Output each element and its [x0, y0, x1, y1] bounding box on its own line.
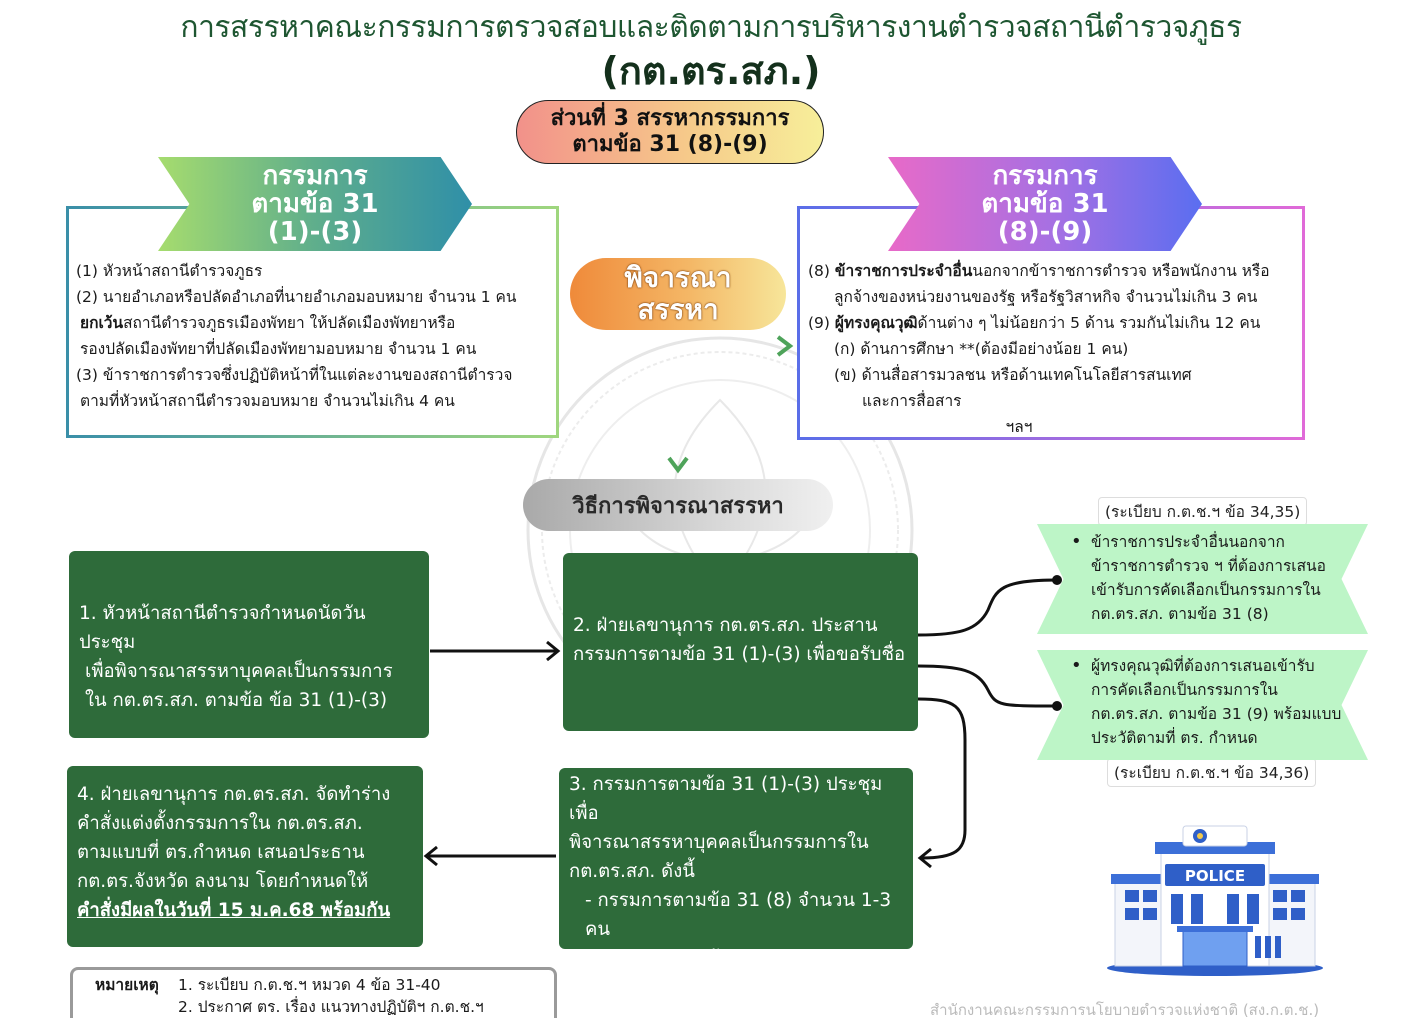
right-item-9-b-cont: และการสื่อสาร: [862, 392, 962, 410]
step-1-line1: 1. หัวหน้าสถานีตำรวจกำหนดนัดวันประชุม: [79, 603, 366, 653]
cond-1-line2: ข้าราชการตำรวจ ฯ ที่ต้องการเสนอ: [1091, 557, 1326, 575]
step-3-box: 3. กรรมการตามข้อ 31 (1)-(3) ประชุมเพื่อ …: [559, 768, 913, 1018]
step-1-line2: เพื่อพิจารณาสรรหาบุคคลเป็นกรรมการ: [85, 661, 393, 682]
cond-1-line4: กต.ตร.สภ. ตามข้อ 31 (8): [1091, 605, 1269, 623]
left-banner-line1: กรรมการ: [262, 161, 368, 191]
step-2-box: 2. ฝ่ายเลขานุการ กต.ตร.สภ. ประสาน กรรมกา…: [563, 553, 918, 731]
page-subtitle: (กต.ตร.สภ.): [601, 49, 821, 93]
part-label-line2: ตามข้อ 31 (8)-(9): [572, 132, 768, 157]
note-item-2: 2. ประกาศ ตร. เรื่อง แนวทางปฏิบัติฯ ก.ต.…: [178, 998, 484, 1016]
regulation-ref-bottom: (ระเบียบ ก.ต.ช.ฯ ข้อ 34,36): [1107, 758, 1317, 787]
step-1-box: 1. หัวหน้าสถานีตำรวจกำหนดนัดวันประชุม เพ…: [69, 551, 429, 738]
right-item-9: (9) ผู้ทรงคุณวุฒิด้านต่าง ๆ ไม่น้อยกว่า …: [808, 310, 1300, 336]
step-3-line3: กต.ตร.สภ. ดังนี้: [569, 861, 695, 882]
step-2-line1: 2. ฝ่ายเลขานุการ กต.ตร.สภ. ประสาน: [573, 615, 878, 636]
part-label-line1: ส่วนที่ 3 สรรหากรรมการ: [550, 106, 790, 131]
left-item-2-exception: ยกเว้นสถานีตำรวจภูธรเมืองพัทยา ให้ปลัดเม…: [76, 310, 556, 336]
step-4-line1: 4. ฝ่ายเลขานุการ กต.ตร.สภ. จัดทำร่าง: [77, 784, 391, 805]
cond-1-line3: เข้ารับการคัดเลือกเป็นกรรมการใน: [1091, 581, 1321, 599]
cond-2-line3: กต.ตร.สภ. ตามข้อ 31 (9) พร้อมแบบ: [1091, 705, 1342, 723]
right-item-9-a: (ก) ด้านการศึกษา **(ต้องมีอย่างน้อย 1 คน…: [834, 340, 1129, 358]
step-4-line3: ตามแบบที่ ตร.กำหนด เสนอประธาน: [77, 842, 365, 863]
top-connector-arrows: [564, 335, 794, 474]
consider-line1: พิจารณา: [624, 261, 732, 294]
left-item-1: (1) หัวหน้าสถานีตำรวจภูธร: [76, 262, 263, 280]
right-list-etc: ฯลฯ: [1005, 418, 1033, 436]
exception-text: สถานีตำรวจภูธรเมืองพัทยา ให้ปลัดเมืองพัท…: [123, 314, 456, 332]
exception-bold: ยกเว้น: [80, 314, 124, 332]
item-8-bold: ข้าราชการประจำอื่น: [834, 262, 973, 280]
right-committee-list: (8) ข้าราชการประจำอื่นนอกจากข้าราชการตำร…: [808, 258, 1300, 440]
cond-2-bullet: •: [1071, 655, 1082, 676]
item-9-bold: ผู้ทรงคุณวุฒิ: [834, 314, 918, 332]
left-item-2: (2) นายอำเภอหรือปลัดอำเภอที่นายอำเภอมอบห…: [76, 288, 517, 306]
right-banner-line2: ตามข้อ 31: [981, 189, 1109, 219]
page-title: การสรรหาคณะกรรมการตรวจสอบและติดตามการบริ…: [180, 10, 1242, 45]
selection-method-pill: วิธีการพิจารณาสรรหา: [523, 479, 833, 531]
note-item-1: 1. ระเบียบ ก.ต.ช.ฯ หมวด 4 ข้อ 31-40: [178, 976, 441, 994]
left-item-3: (3) ข้าราชการตำรวจซึ่งปฏิบัติหน้าที่ในแต…: [76, 366, 513, 384]
cond-1-bullet: •: [1071, 531, 1082, 552]
item-8-prefix: (8): [808, 262, 835, 280]
cond-2-line1: ผู้ทรงคุณวุฒิที่ต้องการเสนอเข้ารับ: [1091, 657, 1315, 675]
step-3-line2: พิจารณาสรรหาบุคคลเป็นกรรมการใน: [569, 832, 869, 853]
item-8-text: นอกจากข้าราชการตำรวจ หรือพนักงาน หรือ: [972, 262, 1270, 280]
consider-line2: สรรหา: [637, 293, 719, 326]
step-3-line6: รวมไม่เกิน 12 คน: [569, 1006, 714, 1018]
step-4-line2: คำสั่งแต่งตั้งกรรมการใน กต.ตร.สภ.: [77, 813, 363, 834]
police-sign-text: POLICE: [1185, 867, 1245, 885]
note-label: หมายเหตุ: [95, 976, 159, 994]
step-3-line1: 3. กรรมการตามข้อ 31 (1)-(3) ประชุมเพื่อ: [569, 774, 883, 824]
right-banner-line1: กรรมการ: [992, 161, 1098, 191]
note-box: [70, 967, 557, 1018]
item-9-prefix: (9): [808, 314, 835, 332]
right-item-9-b: (ข) ด้านสื่อสารมวลชน หรือด้านเทคโนโลยีสา…: [834, 366, 1192, 384]
step-1-line3: ใน กต.ตร.สภ. ตามข้อ ข้อ 31 (1)-(3): [85, 690, 388, 711]
cond-1-line1: ข้าราชการประจำอื่นนอกจาก: [1091, 533, 1285, 551]
right-banner-line3: (8)-(9): [997, 217, 1093, 247]
step-4-box: 4. ฝ่ายเลขานุการ กต.ตร.สภ. จัดทำร่าง คำส…: [67, 766, 423, 947]
step-3-line4: - กรรมการตามข้อ 31 (8) จำนวน 1-3 คน: [585, 890, 892, 940]
condition-box-expert: • ผู้ทรงคุณวุฒิที่ต้องการเสนอเข้ารับ การ…: [1037, 650, 1368, 760]
step-4-line5: คำสั่งมีผลในวันที่ 15 ม.ค.68 พร้อมกัน: [77, 900, 391, 921]
left-banner-line2: ตามข้อ 31: [251, 189, 379, 219]
flow-arrows: [423, 575, 1062, 869]
left-item-2-cont: รองปลัดเมืองพัทยาที่ปลัดเมืองพัทยามอบหมา…: [80, 340, 477, 358]
police-station-icon: POLICE: [1107, 825, 1323, 976]
regulation-ref-top: (ระเบียบ ก.ต.ช.ฯ ข้อ 34,35): [1098, 497, 1308, 526]
left-committee-banner: กรรมการ ตามข้อ 31 (1)-(3): [158, 157, 472, 251]
step-2-line2: กรรมการตามข้อ 31 (1)-(3) เพื่อขอรับชื่อ: [573, 644, 906, 665]
left-item-3-cont: ตามที่หัวหน้าสถานีตำรวจมอบหมาย จำนวนไม่เ…: [80, 392, 455, 410]
consider-select-pill: พิจารณา สรรหา: [570, 258, 786, 330]
part-label-pill: ส่วนที่ 3 สรรหากรรมการ ตามข้อ 31 (8)-(9): [516, 100, 824, 164]
item-9-text: ด้านต่าง ๆ ไม่น้อยกว่า 5 ด้าน รวมกันไม่เ…: [917, 314, 1261, 332]
footer-credit: สำนักงานคณะกรรมการนโยบายตำรวจแห่งชาติ (ส…: [930, 1001, 1320, 1018]
right-committee-banner: กรรมการ ตามข้อ 31 (8)-(9): [888, 157, 1202, 251]
right-item-8: (8) ข้าราชการประจำอื่นนอกจากข้าราชการตำร…: [808, 258, 1300, 284]
condition-box-official: • ข้าราชการประจำอื่นนอกจาก ข้าราชการตำรว…: [1037, 524, 1368, 634]
cond-2-line4: ประวัติตามที่ ตร. กำหนด: [1091, 729, 1258, 747]
left-banner-line3: (1)-(3): [267, 217, 363, 247]
step-4-line4: กต.ตร.จังหวัด ลงนาม โดยกำหนดให้: [77, 871, 369, 892]
left-committee-list: (1) หัวหน้าสถานีตำรวจภูธร (2) นายอำเภอหร…: [76, 258, 556, 414]
cond-2-line2: การคัดเลือกเป็นกรรมการใน: [1091, 681, 1278, 699]
step-3-line5: - กรรมการตามข้อ 31 (9) จำนวน 5 ด้าน: [585, 948, 873, 998]
right-item-8-cont: ลูกจ้างของหน่วยงานของรัฐ หรือรัฐวิสาหกิจ…: [834, 288, 1258, 306]
